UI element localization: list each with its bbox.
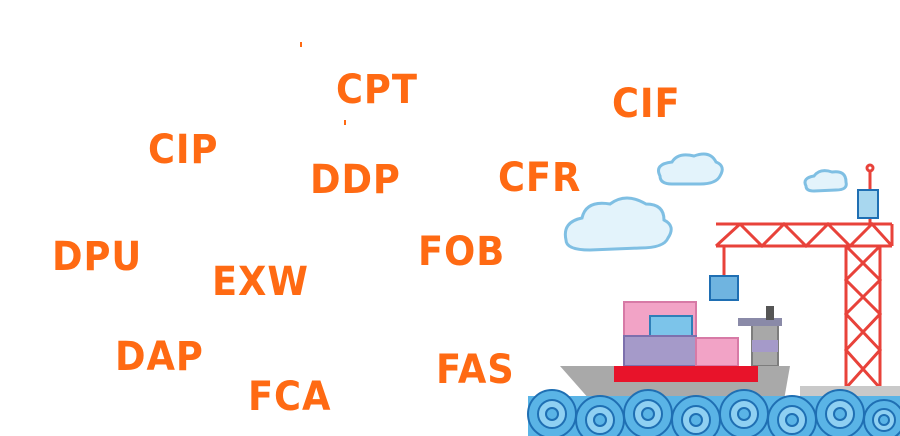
- decorative-speck: [344, 120, 346, 125]
- waves-icon: [527, 389, 900, 436]
- cloud-icon: [657, 152, 724, 186]
- cloud-icon: [563, 196, 673, 252]
- term-fob: FOB: [418, 229, 506, 275]
- cloud-icon: [803, 169, 848, 193]
- term-fca: FCA: [248, 374, 332, 420]
- crane-icon: [714, 163, 894, 390]
- term-cip: CIP: [148, 127, 219, 173]
- decorative-speck: [300, 42, 302, 47]
- term-dap: DAP: [115, 334, 204, 380]
- hanging-container: [709, 275, 739, 301]
- term-ddp: DDP: [310, 157, 401, 203]
- term-fas: FAS: [436, 347, 515, 393]
- term-cfr: CFR: [498, 155, 582, 201]
- crane-cab: [857, 189, 879, 219]
- term-cif: CIF: [612, 81, 681, 127]
- term-cpt: CPT: [336, 67, 418, 113]
- term-exw: EXW: [212, 259, 309, 305]
- term-dpu: DPU: [52, 234, 143, 280]
- cargo-ship-icon: [560, 301, 790, 400]
